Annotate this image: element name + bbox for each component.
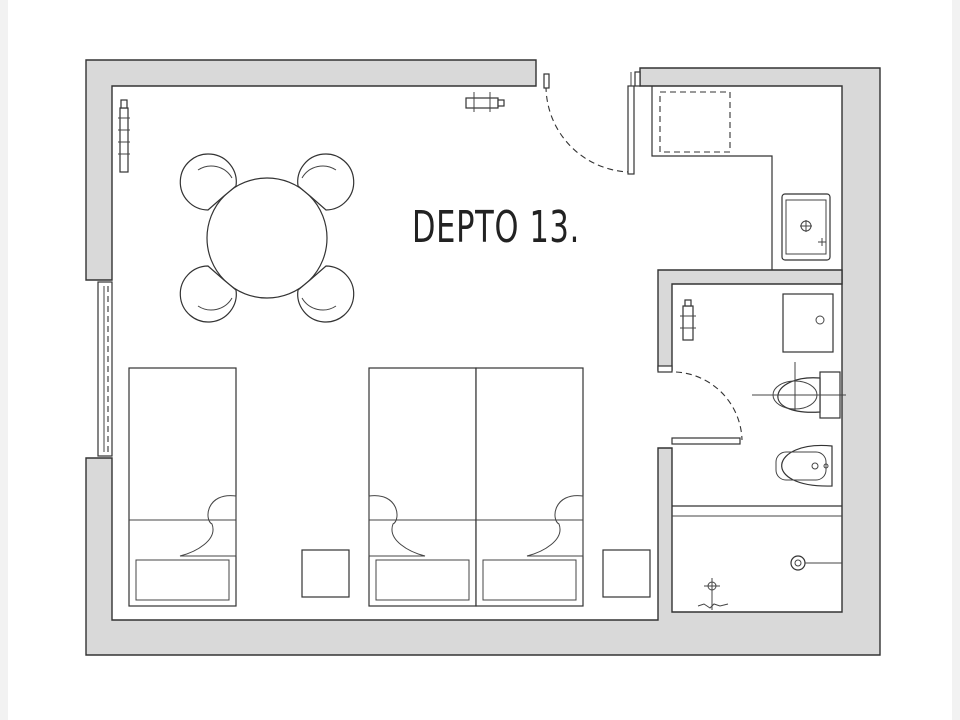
chair-icon xyxy=(179,153,355,323)
walls xyxy=(85,59,881,656)
nightstand-icon xyxy=(301,549,651,598)
right-page-edge xyxy=(952,0,960,720)
sink-icon xyxy=(781,193,831,261)
toilet-icon xyxy=(752,362,846,419)
door-swing-icon xyxy=(543,71,641,175)
heater-top-icon xyxy=(465,92,505,112)
kitchen xyxy=(651,86,831,270)
bidet-icon xyxy=(775,444,833,487)
radiator-icon xyxy=(118,99,130,173)
bath-door-swing-icon xyxy=(657,365,743,445)
wall-left-lower xyxy=(85,67,881,656)
bathroom xyxy=(672,293,846,610)
room-label: DEPTO 13. xyxy=(412,202,580,253)
bed-icon xyxy=(128,367,584,607)
wall-top-left xyxy=(85,59,537,281)
left-page-edge xyxy=(0,0,8,720)
faucet-icon xyxy=(697,578,729,610)
bath-heater-icon xyxy=(680,299,696,341)
shower-icon xyxy=(790,555,842,571)
bath-sink-icon xyxy=(782,293,834,353)
stove-icon xyxy=(659,91,731,153)
table-icon xyxy=(206,177,328,299)
window-icon xyxy=(97,281,113,457)
